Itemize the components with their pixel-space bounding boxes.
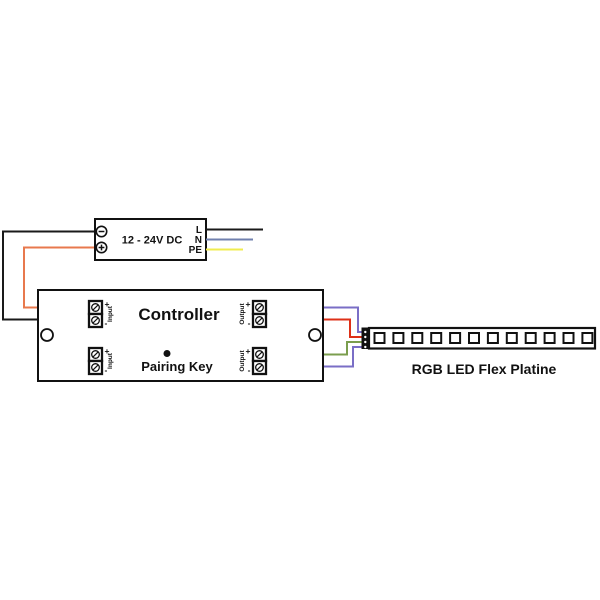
terminal-label-n: N — [195, 235, 202, 246]
output-top-minus: - — [248, 318, 251, 328]
minus-terminal-icon — [95, 225, 108, 238]
led-cell — [505, 332, 518, 344]
power-supply: 12 - 24V DC L N PE — [94, 218, 207, 261]
connector-pad — [364, 345, 367, 349]
plus-terminal-icon — [95, 241, 108, 254]
connector-pad — [364, 340, 367, 344]
input-top-label: Input — [107, 305, 114, 322]
led-strip: RGB LED Flex Platine — [361, 326, 597, 377]
mounting-hole-left-icon — [40, 328, 54, 342]
led-cell — [430, 332, 443, 344]
connector-pad — [364, 330, 367, 334]
input-terminal-top: + - Input — [87, 299, 114, 329]
led-cells — [373, 332, 594, 344]
pairing-key-button-icon — [163, 350, 171, 357]
input-top-plus: + — [105, 299, 110, 309]
led-cell — [524, 332, 537, 344]
power-supply-label: 12 - 24V DC — [122, 235, 183, 247]
controller-box — [37, 289, 324, 382]
mounting-hole-right-icon — [308, 328, 322, 342]
terminal-label-l: L — [196, 225, 202, 236]
led-cell — [581, 332, 594, 344]
input-terminal-bottom: + - Input — [87, 346, 114, 376]
led-cell — [449, 332, 462, 344]
led-cell — [392, 332, 405, 344]
led-cell — [543, 332, 556, 344]
strip-body — [367, 326, 597, 350]
led-cell — [468, 332, 480, 344]
led-cell — [486, 332, 499, 344]
input-bottom-minus: - — [105, 365, 108, 375]
output-bottom-label: Output — [239, 350, 246, 372]
led-strip-label: RGB LED Flex Platine — [412, 361, 557, 377]
input-bottom-plus: + — [105, 346, 110, 356]
output-bottom-plus: + — [246, 346, 251, 356]
connector-pad — [364, 335, 367, 339]
output-bottom-minus: - — [248, 365, 251, 375]
controller-title: Controller — [138, 305, 220, 324]
output-terminal-top: + - Output — [239, 299, 268, 329]
input-bottom-label: Input — [107, 352, 114, 369]
led-cell — [373, 332, 386, 344]
output-terminal-bottom: + - Output — [239, 346, 268, 376]
led-cell — [411, 332, 424, 344]
led-cell — [562, 332, 575, 344]
terminal-label-pe: PE — [189, 245, 203, 256]
input-top-minus: - — [105, 318, 108, 328]
controller: Controller Pairing Key + - Input + - Inp… — [37, 289, 324, 382]
output-top-plus: + — [246, 299, 251, 309]
strip-connector — [361, 327, 369, 349]
output-top-label: Output — [239, 303, 246, 325]
pairing-key-label: Pairing Key — [141, 359, 213, 374]
